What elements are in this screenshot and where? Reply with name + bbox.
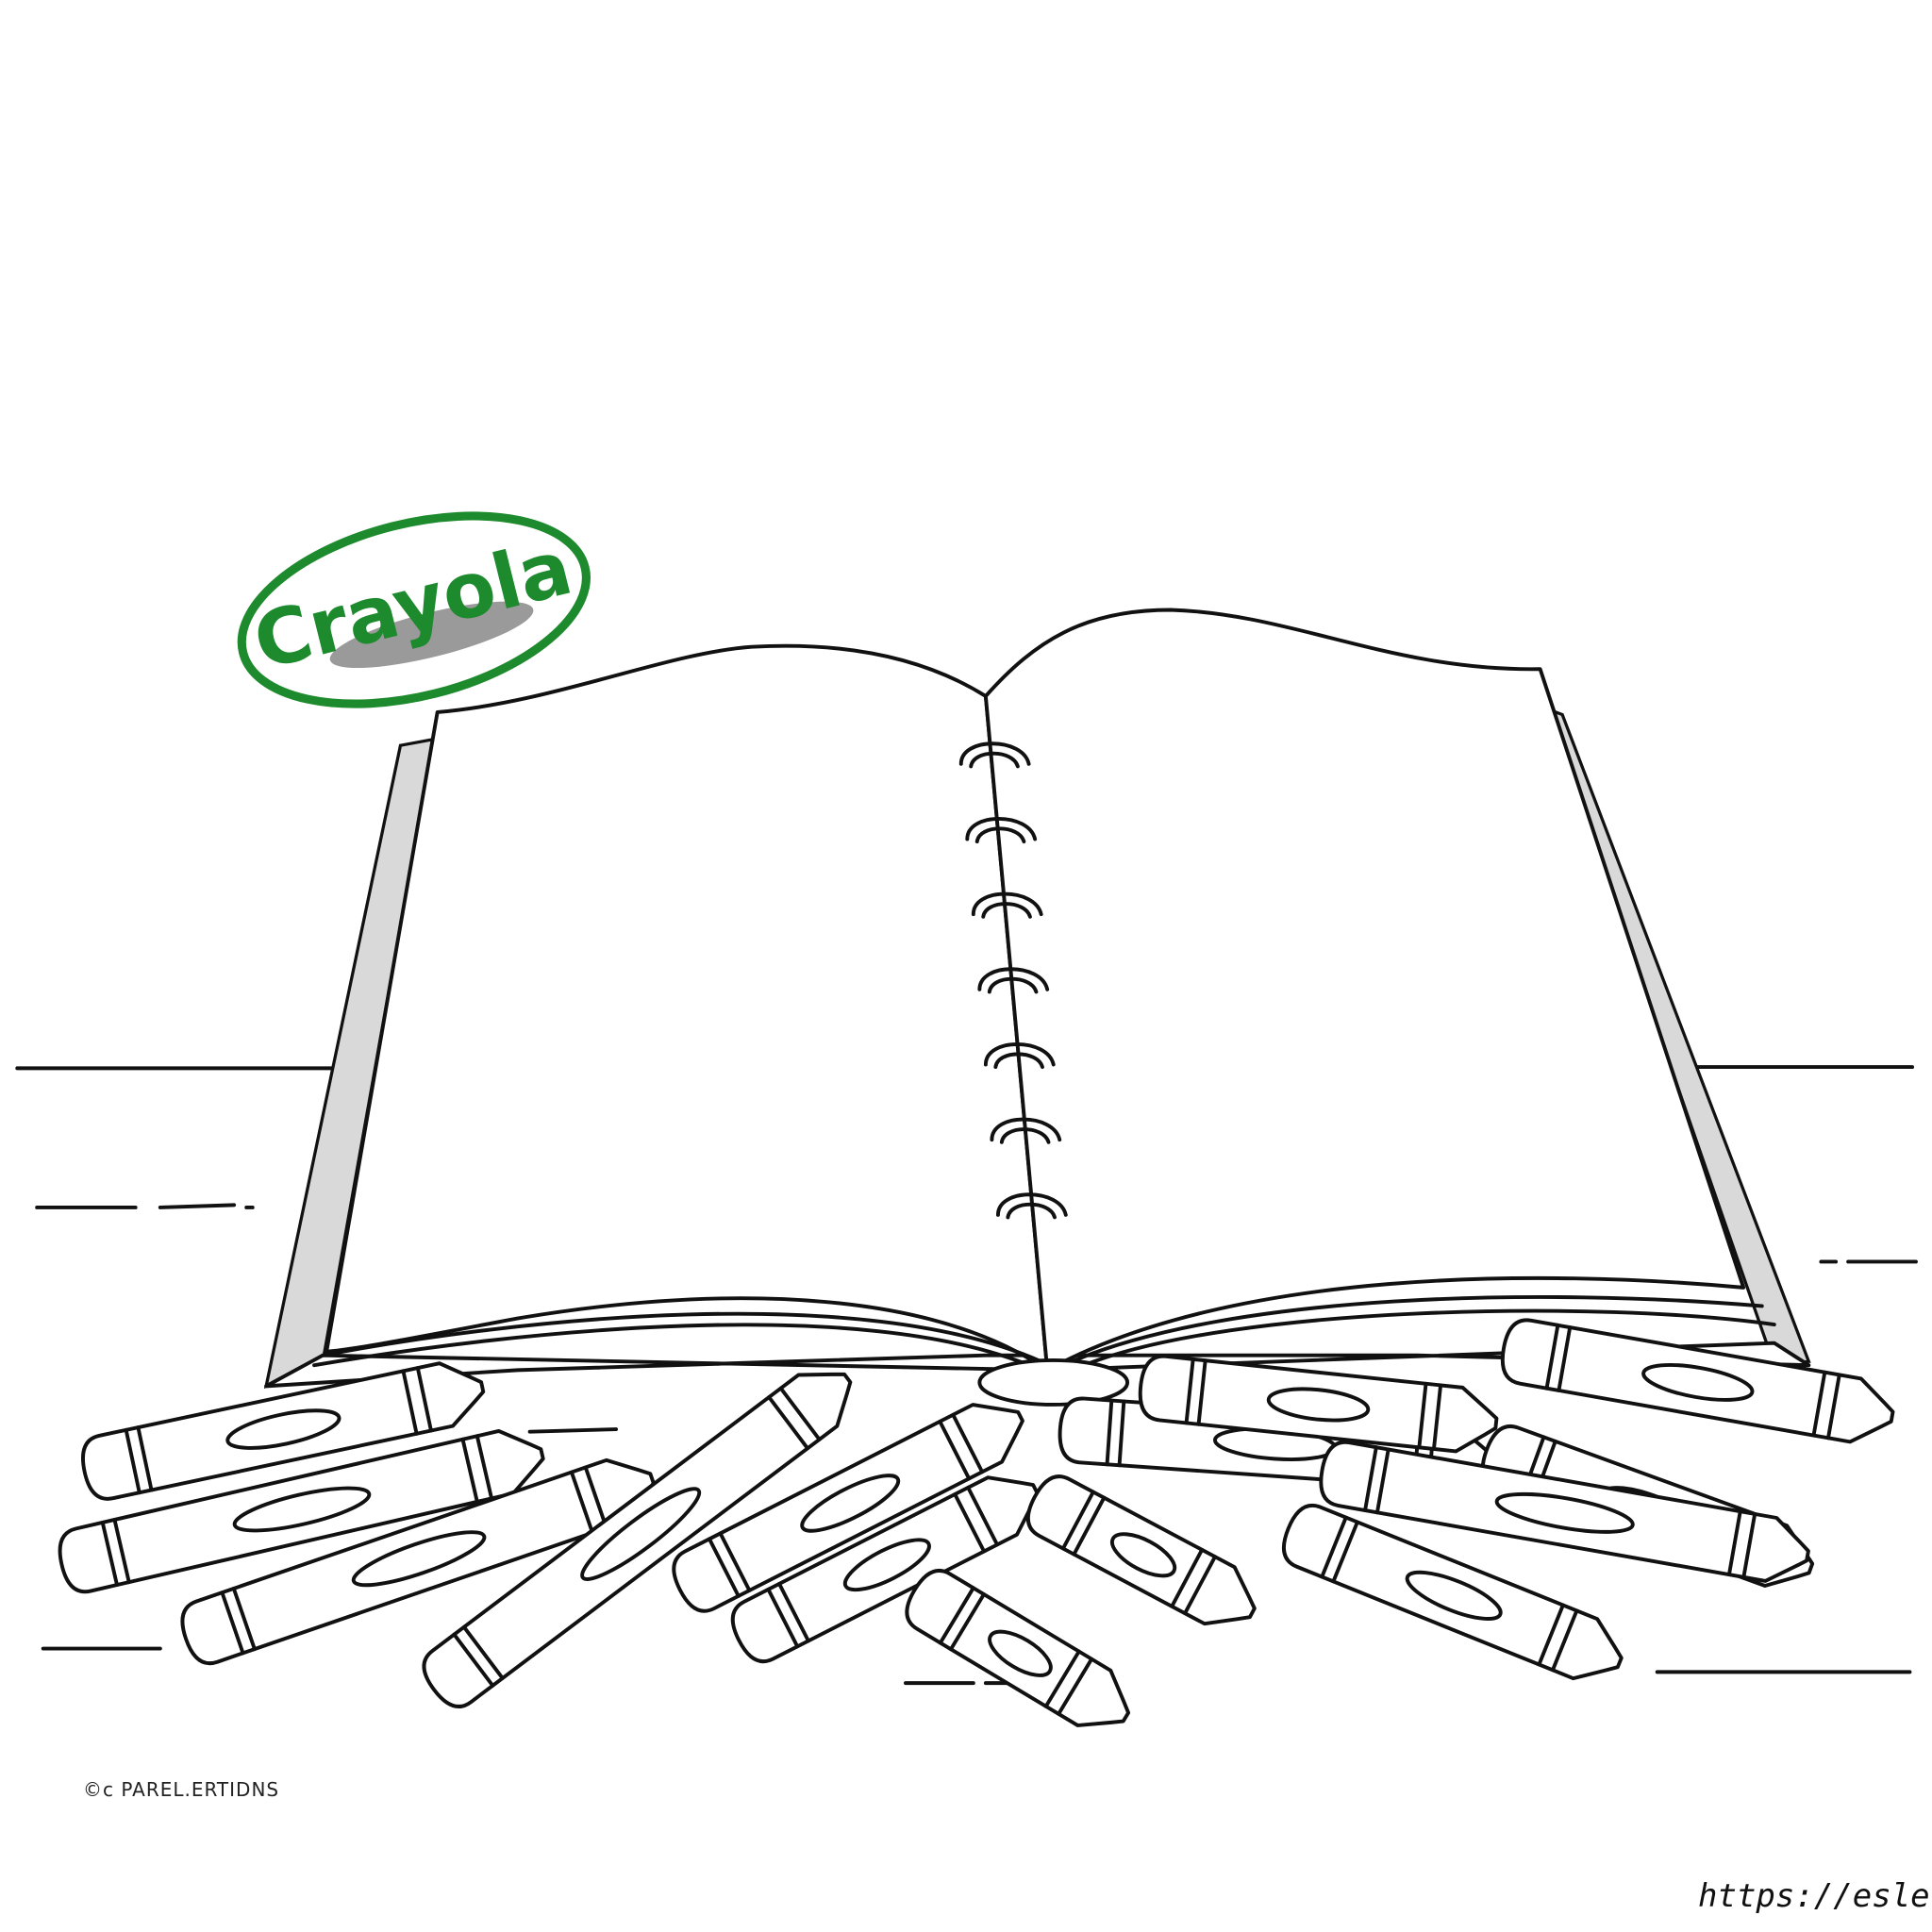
spiral-rings bbox=[958, 741, 1068, 1220]
crayon bbox=[58, 1428, 545, 1594]
spiral-ring bbox=[995, 1192, 1068, 1220]
crayon bbox=[672, 1403, 1024, 1613]
crayon bbox=[80, 1361, 486, 1501]
spiral-ring bbox=[958, 741, 1031, 769]
crayon bbox=[1281, 1503, 1624, 1681]
spiral-ring bbox=[977, 967, 1050, 994]
spiral-ring bbox=[971, 891, 1043, 919]
watermark-link[interactable]: https://esle.io bbox=[1698, 1877, 1932, 1915]
crayon bbox=[1025, 1474, 1257, 1626]
table-edge bbox=[15, 1065, 1918, 1686]
spiral-ring bbox=[965, 816, 1038, 844]
spiral-ring bbox=[990, 1117, 1062, 1144]
open-spiral-book bbox=[263, 608, 1811, 1407]
crayon-pile bbox=[58, 1318, 1895, 1727]
crayon bbox=[1319, 1440, 1810, 1583]
crayon bbox=[422, 1372, 853, 1708]
crayon bbox=[905, 1569, 1131, 1727]
spiral-ring bbox=[983, 1041, 1056, 1070]
crayon bbox=[1500, 1318, 1895, 1444]
crayon bbox=[1138, 1354, 1499, 1454]
artist-caption: ©c PAREL.ERTIDNS bbox=[83, 1778, 280, 1801]
